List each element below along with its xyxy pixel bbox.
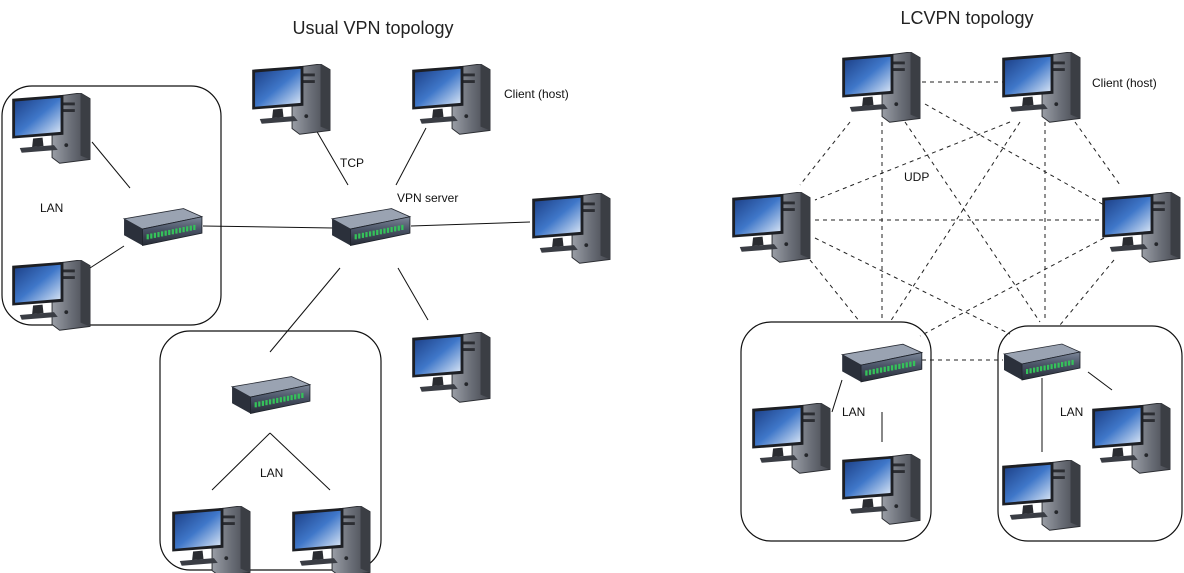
- computer-icon: [11, 93, 91, 164]
- network-switch-icon: [1003, 343, 1081, 381]
- lan-box-right-right: [997, 325, 1183, 542]
- lan-label: LAN: [842, 405, 865, 419]
- right-title: LCVPN topology: [900, 8, 1033, 28]
- computer-icon: [11, 260, 91, 331]
- client-host-label: Client (host): [1092, 76, 1157, 90]
- vpn-server-switch-icon: [331, 208, 411, 246]
- computer-icon: [531, 193, 611, 264]
- network-switch-icon: [123, 208, 203, 246]
- lan-label: LAN: [40, 201, 63, 215]
- lan-box-bottom: [159, 330, 382, 571]
- tcp-label: TCP: [340, 156, 364, 170]
- computer-icon: [411, 64, 491, 135]
- network-switch-icon: [231, 376, 311, 414]
- tcp-connections: [89, 127, 531, 491]
- computer-icon: [1001, 460, 1081, 531]
- computer-icon: [751, 403, 831, 474]
- left-title: Usual VPN topology: [292, 18, 453, 38]
- udp-label: UDP: [904, 170, 929, 184]
- computer-icon: [841, 52, 921, 123]
- computer-icon: [251, 64, 331, 135]
- client-host-label: Client (host): [504, 87, 569, 101]
- computer-icon: [1101, 192, 1181, 263]
- lan-label: LAN: [1060, 405, 1083, 419]
- computer-icon: [731, 192, 811, 263]
- computer-icon: [841, 454, 921, 525]
- network-switch-icon: [841, 343, 923, 383]
- vpn-server-label: VPN server: [397, 191, 458, 205]
- computer-icon: [1001, 52, 1081, 123]
- usual-vpn-topology: Usual VPN topology LA: [1, 18, 611, 573]
- lan-box-right-left: [740, 321, 932, 542]
- udp-mesh-connections: [799, 81, 1121, 361]
- lcvpn-topology: LCVPN topology: [731, 8, 1183, 542]
- lan-label: LAN: [260, 466, 283, 480]
- computer-icon: [1091, 403, 1171, 474]
- computer-icon: [411, 332, 491, 403]
- computer-icon: [171, 506, 251, 573]
- computer-icon: [291, 506, 371, 573]
- lan-connections: [831, 371, 1113, 452]
- lan-box-left: [1, 85, 222, 326]
